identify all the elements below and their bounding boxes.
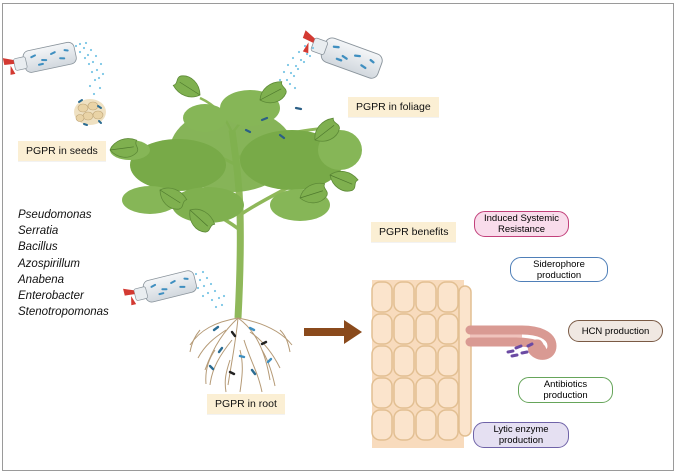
root-system-icon xyxy=(189,317,293,393)
bacteria-icon xyxy=(506,342,534,358)
seed-icon xyxy=(74,99,106,126)
label-pgpr-seeds: PGPR in seeds xyxy=(18,141,106,161)
spray-bottle-icon xyxy=(121,268,199,310)
genus-item: Pseudomonas xyxy=(18,209,92,221)
root-cells-icon xyxy=(371,280,472,448)
root-hair-icon xyxy=(465,325,557,360)
genera-list: Pseudomonas Serratia Bacillus Azospirill… xyxy=(18,207,109,320)
benefit-antibiotics-production: Antibiotics production xyxy=(518,377,613,403)
spray-mist xyxy=(74,41,105,96)
genus-item: Anabena xyxy=(18,273,65,286)
bacteria-icon xyxy=(208,325,273,376)
benefit-hcn-production: HCN production xyxy=(568,320,663,342)
genus-item: Bacillus xyxy=(18,241,58,254)
genus-item: Enterobacter xyxy=(18,290,84,303)
label-pgpr-benefits: PGPR benefits xyxy=(371,222,457,242)
tomato-plant-icon xyxy=(108,71,362,319)
benefit-induced-systemic-resistance: Induced Systemic Resistance xyxy=(474,211,569,237)
genus-item: Azospirillum xyxy=(18,257,80,270)
spray-mist xyxy=(276,44,315,92)
spray-bottle-icon xyxy=(296,26,386,82)
benefit-siderophore-production: Siderophore production xyxy=(510,257,608,282)
label-pgpr-foliage: PGPR in foliage xyxy=(348,97,439,117)
genus-item: Serratia xyxy=(18,225,59,238)
arrow-right-icon xyxy=(304,320,362,344)
label-pgpr-root: PGPR in root xyxy=(207,394,285,414)
genus-item: Stenotropomonas xyxy=(18,306,109,319)
spray-bottle-icon xyxy=(1,40,79,79)
spray-mist xyxy=(194,270,226,309)
benefit-lytic-enzyme-production: Lytic enzyme production xyxy=(473,422,569,448)
